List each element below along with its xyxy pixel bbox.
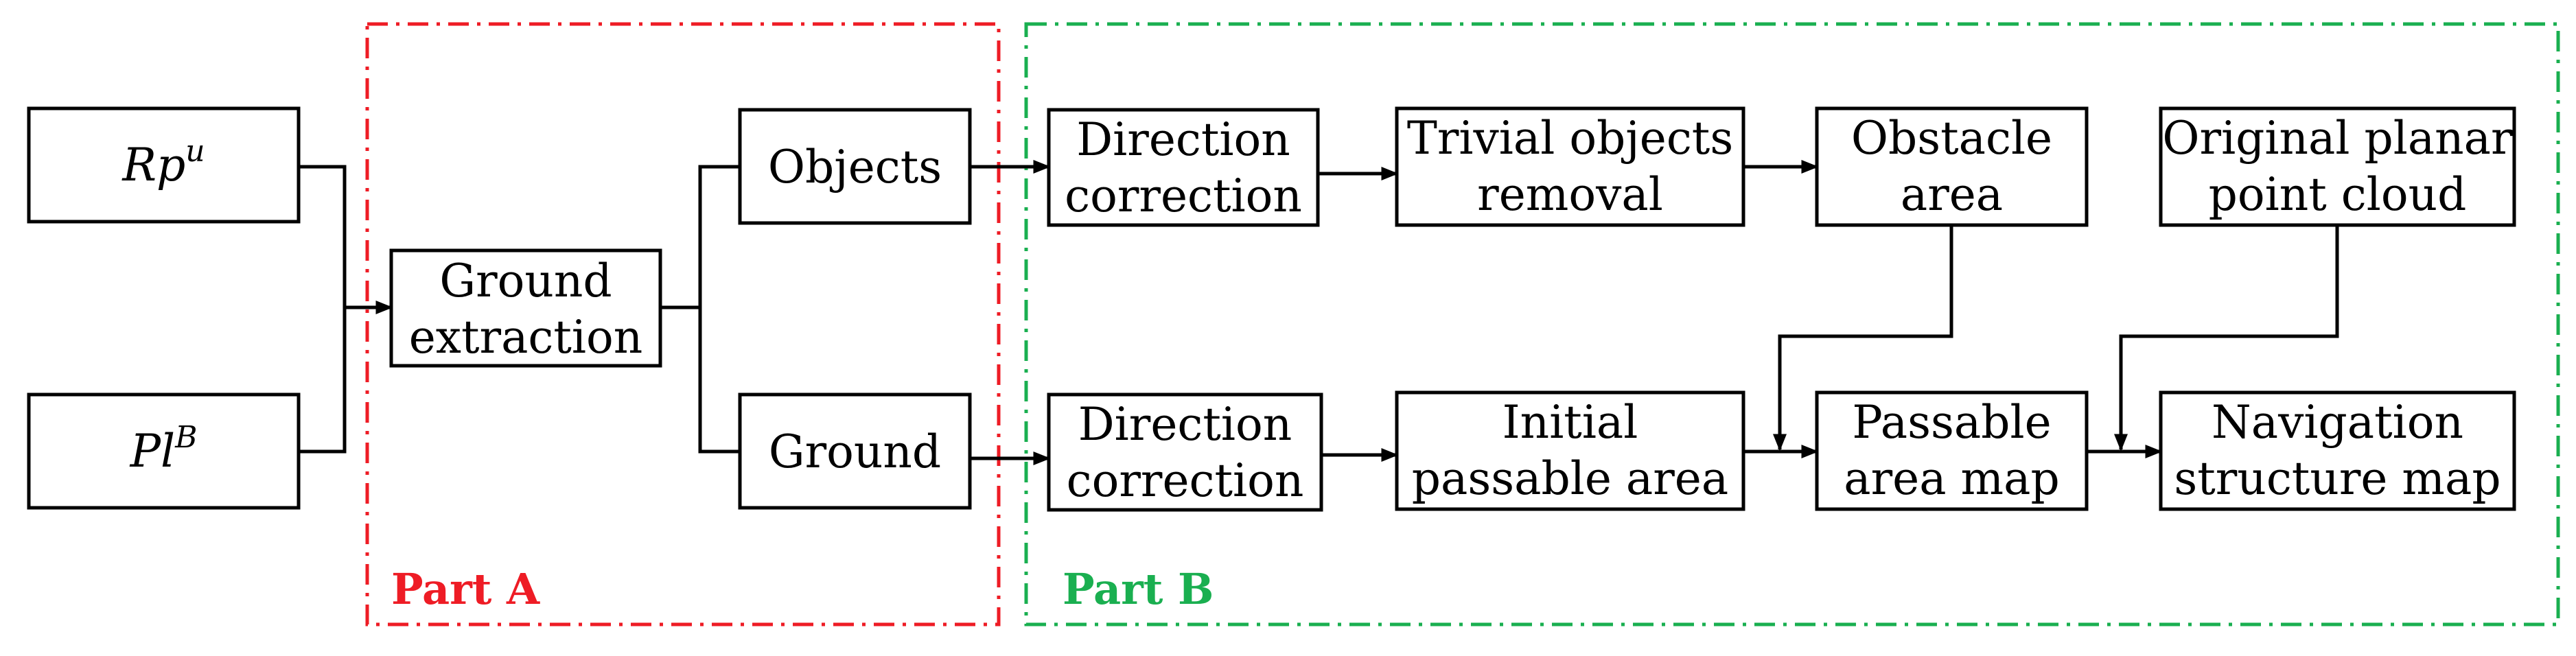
trivial-objects-removal-line-1: Trivial objects [1407,112,1733,165]
original-planar-point-cloud-line-1: Original planar [2162,112,2513,165]
node-direction-correction-bottom: Direction correction [1047,393,1323,512]
node-direction-correction-top: Direction correction [1047,108,1320,227]
navigation-structure-map-line-2: structure map [2174,452,2500,505]
node-passable-area-map: Passable area map [1815,390,2089,511]
initial-passable-area-line-2: passable area [1412,452,1728,505]
node-ground: Ground [738,393,972,510]
svg-text:PlB: PlB [130,420,198,478]
original-planar-point-cloud-line-2: point cloud [2209,168,2467,221]
part-b-region [1024,22,2560,626]
node-navigation-structure-map: Navigation structure map [2159,390,2516,511]
node-original-planar-point-cloud: Original planar point cloud [2159,106,2516,227]
rpu-base: Rp [121,139,185,191]
part-a-label: Part A [391,564,540,614]
trivial-objects-removal-line-2: removal [1477,168,1663,221]
ground-label: Ground [769,425,941,478]
direction-correction-bottom-line-1: Direction [1078,398,1292,451]
obstacle-area-line-2: area [1901,168,2003,221]
node-objects: Objects [738,108,972,225]
part-a-region [365,22,1001,626]
connectors [299,160,2339,465]
ground-extraction-line-1: Ground [439,255,612,307]
node-initial-passable-area: Initial passable area [1395,390,1745,511]
navigation-structure-map-line-1: Navigation [2212,396,2463,449]
edge-original-cloud-to-navigation [2114,226,2339,452]
svg-text:Rpu: Rpu [121,134,205,191]
direction-correction-top-line-1: Direction [1076,113,1290,166]
node-rpu: Rpu [27,106,301,224]
ground-extraction-line-2: extraction [409,311,643,364]
objects-label: Objects [768,141,942,194]
edge-rpu-merge [299,165,347,307]
edge-obstacle-to-passable-map [1773,226,1953,452]
direction-correction-bottom-line-2: correction [1067,454,1304,507]
direction-correction-top-line-2: correction [1065,169,1302,222]
plb-base: Pl [130,425,176,478]
passable-area-map-line-2: area map [1844,452,2059,505]
node-ground-extraction: Ground extraction [389,248,662,368]
plb-superscript: B [174,420,197,455]
rpu-superscript: u [185,134,205,169]
edge-split-to-ground [698,307,740,454]
node-plb: PlB [27,393,301,510]
node-trivial-objects-removal: Trivial objects removal [1395,106,1745,227]
initial-passable-area-line-1: Initial [1502,396,1638,449]
edge-split-to-objects [698,165,740,307]
part-b-label: Part B [1063,564,1214,614]
node-obstacle-area: Obstacle area [1815,106,2089,227]
edge-plb-merge [299,307,347,454]
passable-area-map-line-1: Passable [1852,396,2051,449]
obstacle-area-line-1: Obstacle [1851,112,2052,165]
